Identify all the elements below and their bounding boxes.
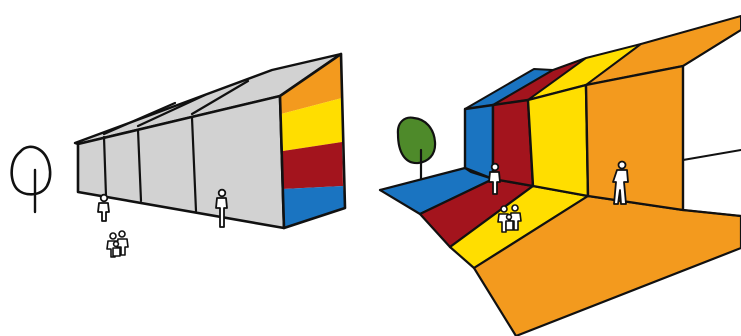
wall-band-blue [465, 105, 493, 179]
wall-band-orange [586, 66, 683, 210]
right-panel-colored-building [380, 16, 741, 336]
people-group-icon [107, 231, 128, 257]
wall-band-yellow [528, 85, 588, 196]
tree-icon [12, 147, 50, 212]
person-icon [98, 195, 109, 221]
left-panel-gray-building [12, 54, 345, 257]
end-wall-band-blue [283, 186, 345, 228]
